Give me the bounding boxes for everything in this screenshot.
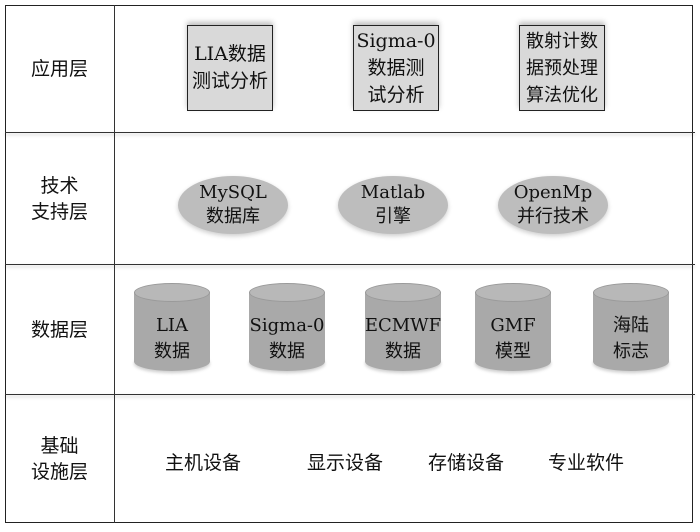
box-line: LIA数据 <box>194 43 266 65</box>
tech-ellipse-openmp: OpenMp 并行技术 <box>498 176 608 234</box>
cylinder-line: 海陆 <box>613 315 649 336</box>
app-box-sigma0-analysis: Sigma-0 数据测试分析 <box>353 25 439 111</box>
box-line: 散射计数 <box>526 30 598 52</box>
label-line: 基础 <box>40 435 79 457</box>
cylinder-line: 数据 <box>385 341 421 362</box>
cylinder-line: 数据 <box>154 341 190 362</box>
data-cylinder-sigma0: Sigma-0 数据 <box>249 283 325 371</box>
box-line: 测试分析 <box>191 70 268 92</box>
layer-divider <box>5 264 695 265</box>
cylinder-icon <box>365 283 441 302</box>
cylinder-line: LIA <box>155 315 189 336</box>
layer-label-technology: 技术支持层 <box>5 133 114 264</box>
app-box-lia-analysis: LIA数据测试分析 <box>187 25 273 111</box>
cylinder-icon <box>249 283 325 302</box>
infra-storage: 存储设备 <box>428 452 505 474</box>
tech-ellipse-mysql: MySQL 数据库 <box>178 176 288 234</box>
data-cylinder-land-sea-mask: 海陆标志 <box>593 283 669 371</box>
ellipse-line: Matlab <box>360 182 426 203</box>
cylinder-line: 数据 <box>269 341 305 362</box>
infra-display: 显示设备 <box>307 452 384 474</box>
data-cylinder-lia: LIA 数据 <box>134 283 210 371</box>
tech-ellipse-matlab: Matlab 引擎 <box>338 176 448 234</box>
ellipse-line: 数据库 <box>205 206 260 227</box>
cylinder-line: 标志 <box>613 341 649 362</box>
label-line: 数据层 <box>30 318 88 341</box>
cylinder-line: Sigma-0 <box>249 315 325 336</box>
box-line: 试分析 <box>367 83 425 106</box>
ellipse-line: MySQL <box>199 182 267 203</box>
infra-host: 主机设备 <box>165 452 242 474</box>
layer-label-infrastructure: 基础设施层 <box>5 395 114 523</box>
ellipse-line: 并行技术 <box>516 206 589 227</box>
cylinder-line: ECMWF <box>364 315 442 336</box>
layer-divider <box>5 132 695 133</box>
box-line: 据预处理 <box>526 57 598 79</box>
data-cylinder-ecmwf: ECMWF 数据 <box>365 283 441 371</box>
box-line: 数据测 <box>367 56 425 79</box>
label-line: 技术 <box>40 174 79 197</box>
box-line: Sigma-0 <box>356 29 436 52</box>
app-box-scatterometer-optimization: 散射计数据预处理算法优化 <box>519 25 605 111</box>
cylinder-icon <box>593 283 669 302</box>
cylinder-icon <box>475 283 551 302</box>
cylinder-line: 模型 <box>495 341 531 362</box>
label-line: 应用层 <box>30 57 88 80</box>
data-cylinder-gmf: GMF 模型 <box>475 283 551 371</box>
layer-label-application: 应用层 <box>5 5 114 132</box>
layer-divider <box>5 394 695 395</box>
ellipse-line: OpenMp <box>513 182 593 203</box>
label-line: 设施层 <box>30 461 88 483</box>
layer-label-data: 数据层 <box>5 265 114 394</box>
ellipse-line: 引擎 <box>375 206 411 227</box>
box-line: 算法优化 <box>526 84 598 106</box>
cylinder-icon <box>134 283 210 302</box>
infra-software: 专业软件 <box>548 452 625 474</box>
label-line: 支持层 <box>30 200 88 223</box>
cylinder-line: GMF <box>490 315 536 336</box>
